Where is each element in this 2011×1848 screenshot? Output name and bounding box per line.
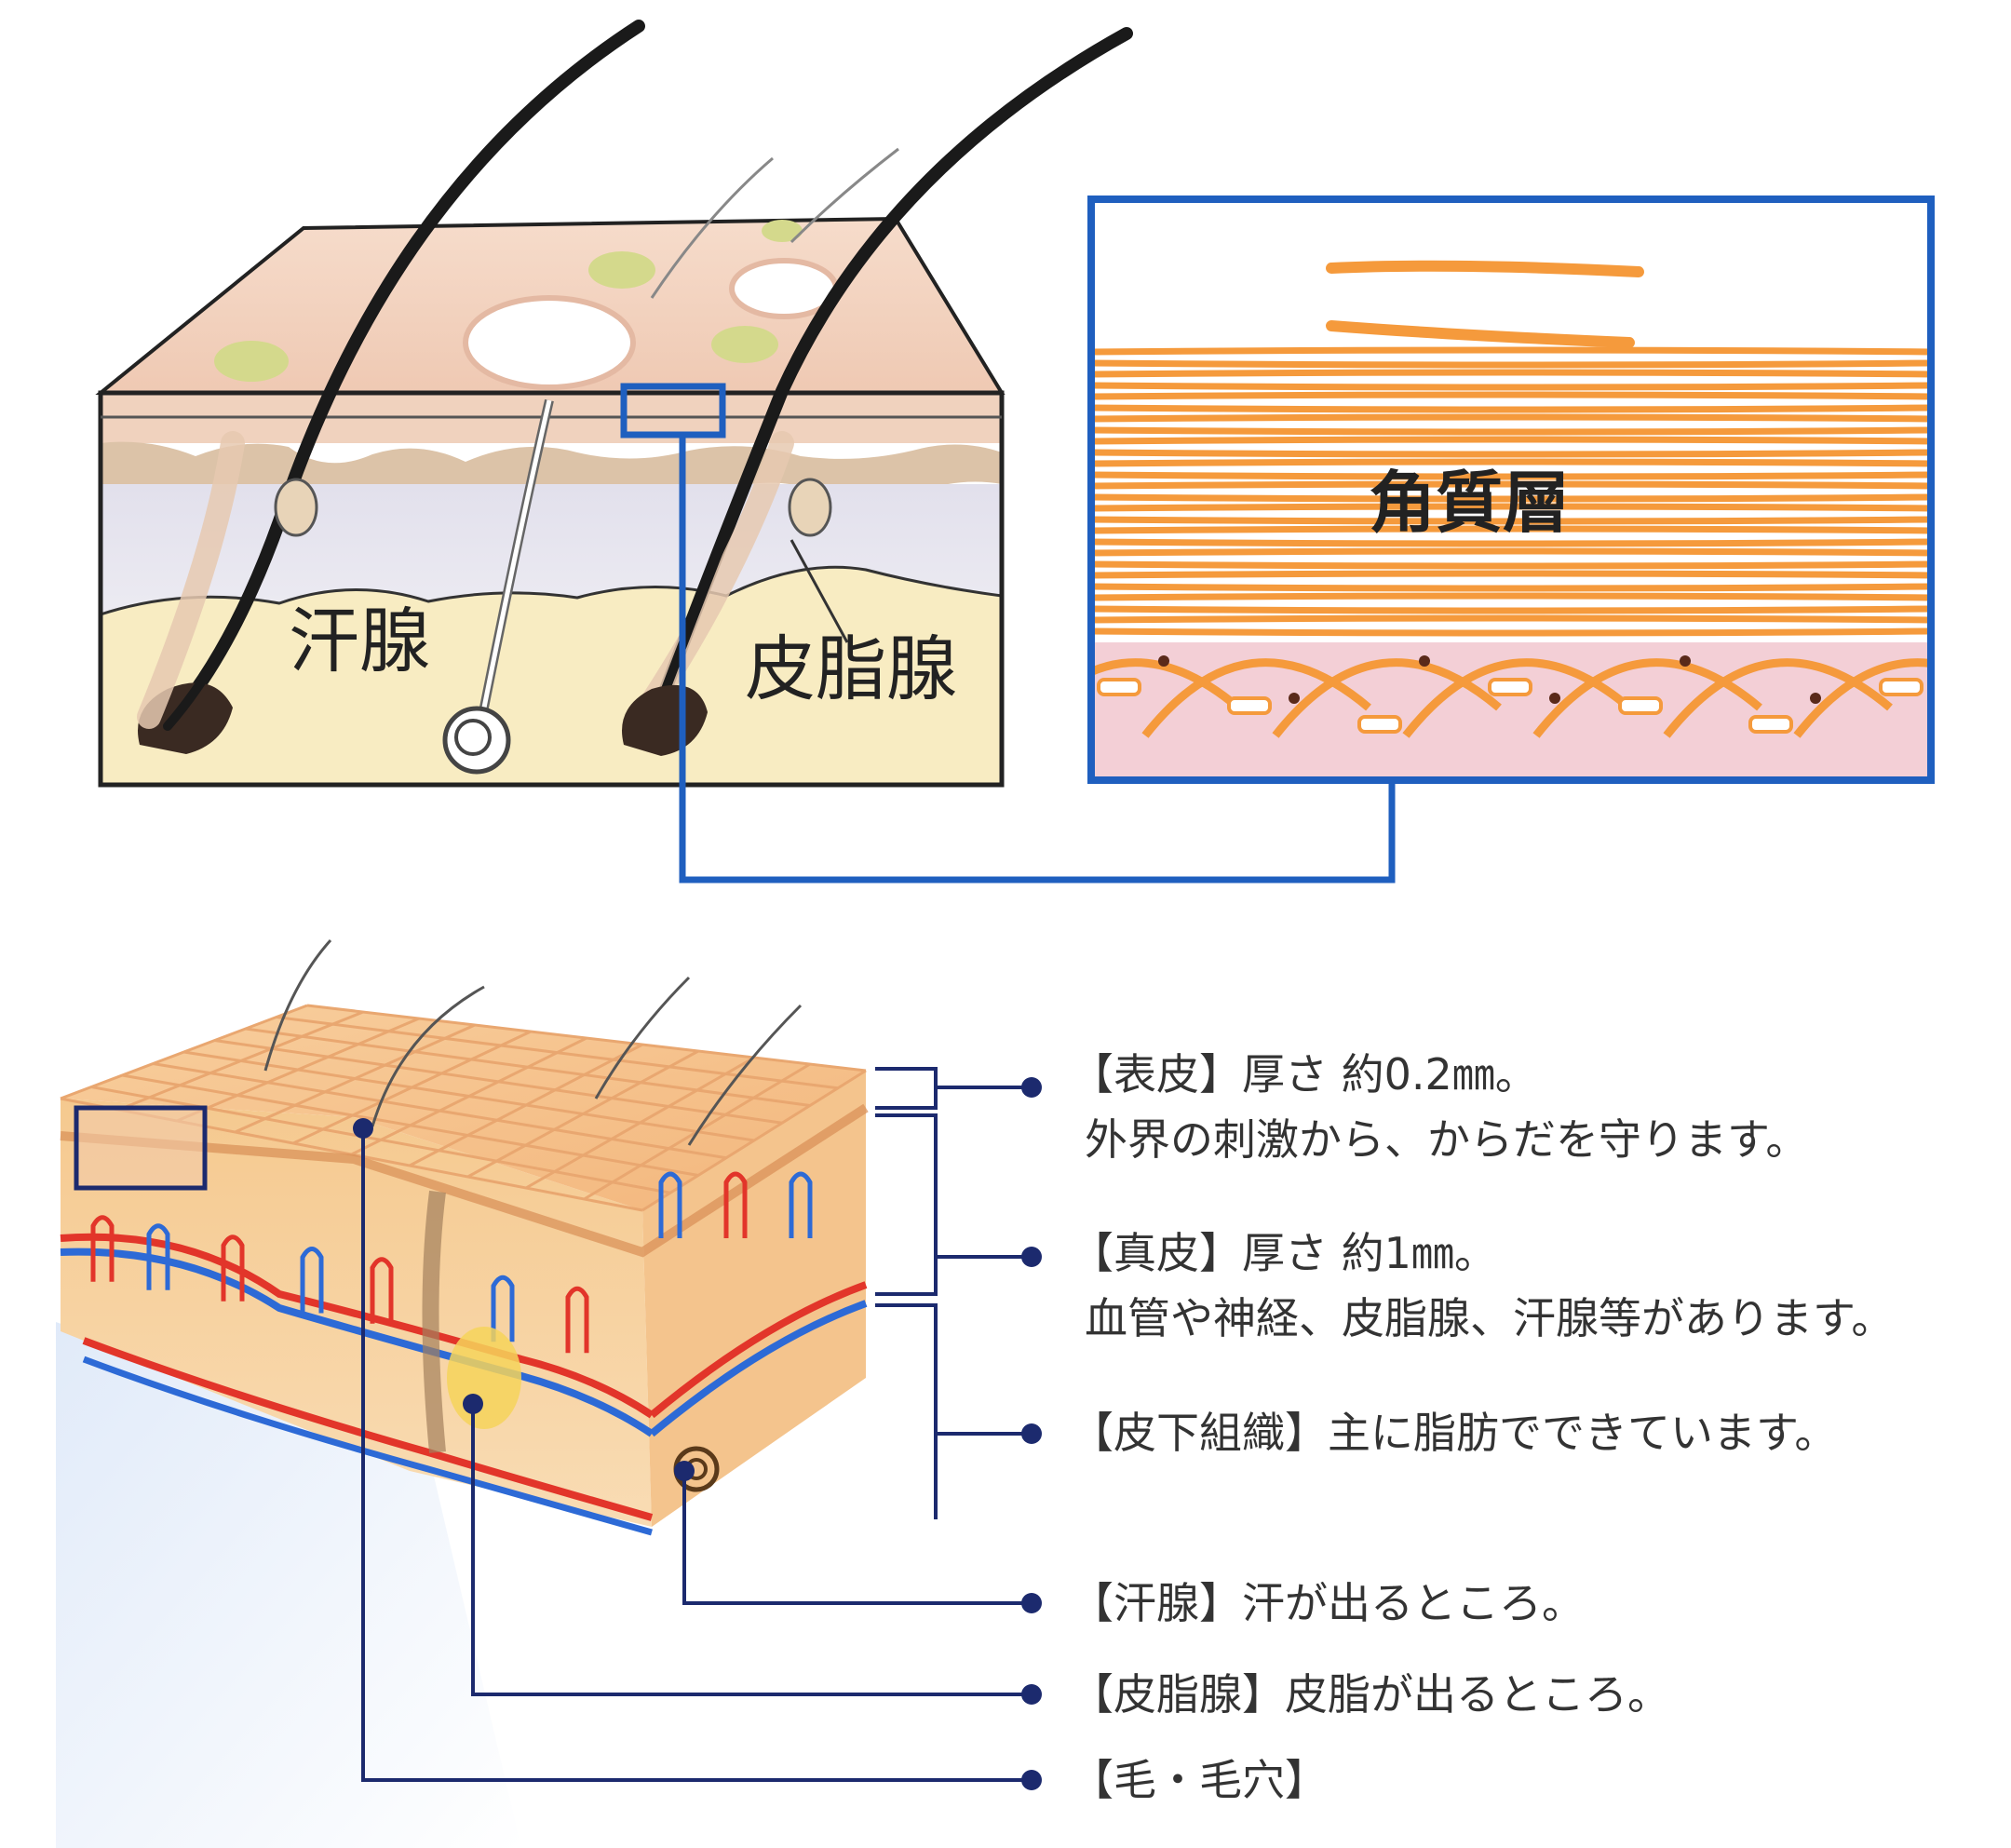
cell-outline [1663,658,1893,738]
surface-cell [588,251,655,289]
hair-follicle-inner [422,1190,446,1453]
corneum-line [1091,413,1931,423]
epidermis-highlight-box [74,1105,208,1191]
corneum-line [1091,346,1931,356]
sebaceous-gland [274,478,318,537]
zoom-panel-frame [1087,196,1935,784]
corneum-line [1091,592,1931,601]
pore [463,295,636,390]
corneum-line [1091,458,1931,467]
zoom-panel: 角質層 [1087,196,1935,784]
fat-boundary [100,565,1003,616]
corneum-line [1091,503,1931,512]
corneum-line [1091,570,1931,579]
corneum-line [1091,471,1931,480]
surface-cell [214,341,289,382]
cell-outline [1141,658,1371,738]
dermis-title: 【真皮】厚さ 約1㎜。 [1071,1228,1497,1278]
sebaceous-gland-title: 【皮脂腺】皮脂が出るところ。 [1071,1669,1670,1720]
epidermis-title: 【表皮】厚さ 約0.2㎜。 [1071,1049,1538,1099]
corneum-line [1091,547,1931,557]
subcutaneous-layer [101,567,1002,785]
epidermis-desc: 外界の刺激から、からだを守ります。 [1085,1114,1808,1165]
corneum-line [1091,449,1931,458]
dermis-desc: 血管や神経、皮脂腺、汗腺等があります。 [1085,1293,1894,1343]
corneum-line [1091,391,1931,400]
corneum-line [1091,359,1931,369]
capillary [565,1286,589,1354]
annotation-dots [353,1077,1042,1790]
corneum-line [1091,560,1931,570]
corneum-line [1091,382,1931,391]
sebaceous-gland-inner [447,1327,521,1429]
capillary [300,1247,324,1314]
cell-outline [1272,658,1502,738]
capillary [789,1171,813,1238]
capillary [221,1234,245,1302]
label-sebaceous-gland: 皮脂腺 [745,627,957,710]
capillary-loops [90,1171,813,1354]
capillary [491,1275,515,1342]
corneum-line [1091,436,1931,445]
cell-outline [1402,658,1632,738]
corneum-line [1091,583,1931,592]
label-sweat-gland: 汗腺 [289,600,430,682]
vein [60,1248,655,1437]
cell-outline [1793,658,1931,738]
annotation-texts: 【表皮】厚さ 約0.2㎜。 外界の刺激から、からだを守ります。 【真皮】厚さ 約… [1071,1049,1894,1805]
sweat-gland-coil [442,706,511,775]
label-stratum-corneum: 角質層 [1369,464,1570,542]
block-outline [98,390,1005,788]
capillary [90,1215,115,1282]
zoom-source-box [620,383,726,438]
corneum-line [1091,605,1931,614]
corneum-line [1091,426,1931,436]
zoom-connector [679,436,1396,884]
corneum-line [1091,525,1931,534]
cell-outline [1532,658,1762,738]
surface-cell [711,326,778,363]
corneum-line [1091,627,1931,637]
sweat-gland-title: 【汗腺】汗が出るところ。 [1071,1578,1585,1628]
corneum-line [1091,516,1931,525]
capillary [658,1171,682,1238]
capillary [370,1257,394,1324]
corneum-line [1091,614,1931,624]
bottom-skin-block [56,938,869,1848]
corneum-layers [1091,199,1931,780]
corneum-line [1091,538,1931,547]
annotation-leaders [361,1067,1032,1782]
hair-follicle [622,684,708,756]
hair-pore-title: 【毛・毛穴】 [1071,1755,1328,1805]
corneum-line [1091,493,1931,503]
block-top-face [61,1005,866,1210]
sebaceous-gland [788,478,832,537]
top-skin-block: 汗腺 皮脂腺 [95,20,1133,788]
surface-cell [762,220,803,242]
cell-outline [1091,658,1241,711]
capillary [723,1171,748,1238]
corneum-line [1091,369,1931,378]
subcutaneous-title: 【皮下組織】主に脂肪でできています。 [1071,1408,1837,1458]
capillary [146,1223,170,1290]
corneum-line [1091,480,1931,490]
corneum-line [1091,404,1931,413]
